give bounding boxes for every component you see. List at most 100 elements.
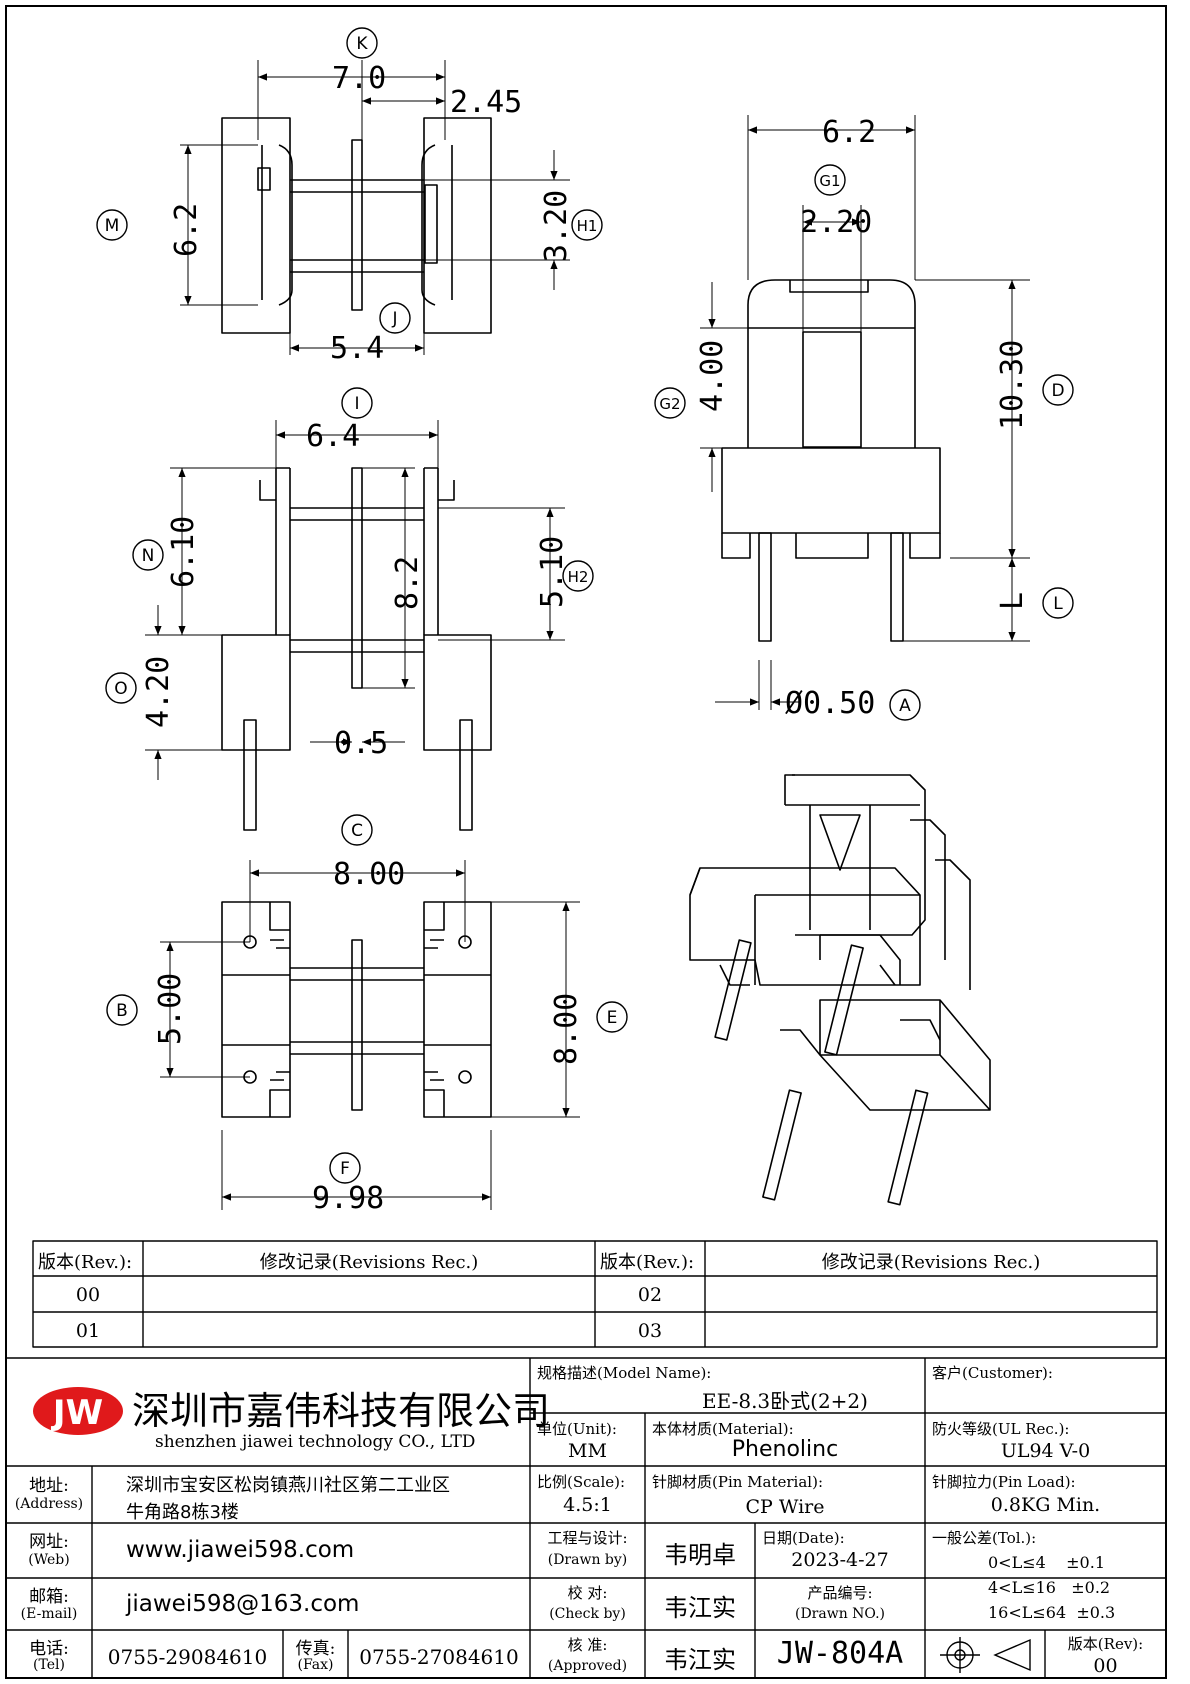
dim-top-flange: 5.4 bbox=[330, 331, 384, 366]
approved-value: 韦江实 bbox=[664, 1646, 736, 1674]
dim-mid-inner: 8.2 bbox=[390, 556, 425, 610]
dim-top-inner: 2.45 bbox=[450, 85, 522, 120]
fax-value: 0755-27084610 bbox=[359, 1645, 519, 1669]
svg-text:A: A bbox=[899, 696, 911, 716]
svg-text:B: B bbox=[116, 1001, 128, 1021]
product-no-label: 产品编号: bbox=[807, 1584, 873, 1602]
dim-mid-width: 6.4 bbox=[306, 419, 360, 454]
rev-label: 版本(Rev): bbox=[1067, 1635, 1144, 1653]
dim-bot-pitch: 8.00 bbox=[333, 857, 405, 892]
tol-line-1: 0<L≤4 ±0.1 bbox=[988, 1553, 1105, 1572]
top-view bbox=[221, 117, 492, 334]
callout-g1: G1 bbox=[814, 164, 846, 196]
callout-b: B bbox=[106, 994, 138, 1026]
address-line2: 牛角路8栋3楼 bbox=[126, 1502, 239, 1523]
projection-symbol-icon bbox=[940, 1637, 1031, 1673]
callouts: K M H1 J I N H2 O C B E F G1 G2 D L A bbox=[96, 27, 1074, 1184]
dim-side-width: 6.2 bbox=[822, 115, 876, 150]
callout-i: I bbox=[341, 387, 373, 419]
isometric-view bbox=[689, 774, 991, 1206]
title-block-lines bbox=[6, 1357, 1166, 1678]
company-name-cn: 深圳市嘉伟科技有限公司 bbox=[132, 1389, 551, 1433]
pin-load-value: 0.8KG Min. bbox=[990, 1494, 1101, 1516]
dim-mid-base: 4.20 bbox=[141, 656, 176, 728]
callout-c: C bbox=[341, 814, 373, 846]
dim-mid-window: 5.10 bbox=[535, 536, 570, 608]
drawn-value: 韦明卓 bbox=[664, 1541, 736, 1569]
dim-bot-pin-pitch: 5.00 bbox=[153, 973, 188, 1045]
callout-h2: H2 bbox=[562, 560, 594, 592]
rev-value: 00 bbox=[1093, 1655, 1118, 1677]
tol-label: 一般公差(Tol.): bbox=[932, 1529, 1037, 1547]
bottom-view bbox=[221, 901, 492, 1118]
date-label: 日期(Date): bbox=[762, 1529, 845, 1547]
material-label: 本体材质(Material): bbox=[652, 1420, 794, 1438]
top-view-dimensions bbox=[180, 60, 570, 355]
svg-text:F: F bbox=[340, 1159, 350, 1179]
address-line1: 深圳市宝安区松岗镇燕川社区第二工业区 bbox=[126, 1475, 450, 1496]
fax-label-en: (Fax) bbox=[297, 1657, 334, 1673]
company-name-en: shenzhen jiawei technology CO., LTD bbox=[155, 1432, 476, 1452]
dim-top-width: 7.0 bbox=[332, 61, 386, 96]
dim-mid-height: 6.10 bbox=[166, 516, 201, 588]
svg-text:H2: H2 bbox=[568, 568, 589, 586]
dim-bot-depth: 8.00 bbox=[549, 993, 584, 1065]
email-label-en: (E-mail) bbox=[20, 1606, 78, 1622]
rev-row-03: 03 bbox=[637, 1320, 663, 1342]
email-label: 邮箱: bbox=[29, 1587, 69, 1607]
rev-row-02: 02 bbox=[637, 1284, 663, 1306]
ul-label: 防火等级(UL Rec.): bbox=[932, 1420, 1070, 1438]
revision-table-lines bbox=[32, 1240, 1158, 1348]
tel-label-en: (Tel) bbox=[33, 1657, 65, 1673]
unit-label: 单位(Unit): bbox=[537, 1420, 617, 1438]
company-logo: JW bbox=[33, 1387, 123, 1435]
dim-side-slot: 2.20 bbox=[800, 205, 872, 240]
check-value: 韦江实 bbox=[664, 1594, 736, 1622]
rec-header-left: 修改记录(Revisions Rec.) bbox=[259, 1252, 479, 1273]
scale-label: 比例(Scale): bbox=[537, 1473, 626, 1491]
svg-text:E: E bbox=[607, 1008, 618, 1028]
scale-value: 4.5:1 bbox=[563, 1494, 612, 1516]
tol-line-3: 16<L≤64 ±0.3 bbox=[988, 1603, 1116, 1622]
svg-text:D: D bbox=[1051, 381, 1064, 401]
fax-label: 传真: bbox=[295, 1639, 336, 1659]
product-no-label-en: (Drawn NO.) bbox=[795, 1606, 885, 1622]
svg-text:I: I bbox=[354, 394, 359, 414]
ul-value: UL94 V-0 bbox=[1000, 1440, 1091, 1462]
svg-text:O: O bbox=[114, 679, 127, 699]
check-label-en: (Check by) bbox=[549, 1606, 626, 1622]
drawing-number: JW-804A bbox=[776, 1636, 904, 1671]
approved-label: 核 准: bbox=[567, 1636, 608, 1654]
bottom-view-dimensions bbox=[160, 860, 580, 1210]
front-view bbox=[221, 467, 492, 831]
dim-side-height: 10.30 bbox=[995, 340, 1030, 430]
svg-text:K: K bbox=[356, 34, 368, 54]
pin-load-label: 针脚拉力(Pin Load): bbox=[932, 1473, 1076, 1491]
dimension-labels: 7.0 2.45 6.2 3.20 5.4 6.4 6.10 8.2 5.10 … bbox=[141, 61, 1030, 1216]
callout-m: M bbox=[96, 209, 128, 241]
address-label: 地址: bbox=[29, 1476, 69, 1496]
dim-top-height: 6.2 bbox=[169, 203, 204, 257]
dim-mid-wall: 0.5 bbox=[334, 726, 388, 761]
callout-e: E bbox=[596, 1001, 628, 1033]
svg-text:G1: G1 bbox=[819, 172, 840, 190]
svg-text:L: L bbox=[1053, 594, 1063, 614]
callout-a: A bbox=[889, 689, 921, 721]
logo-text: JW bbox=[51, 1393, 103, 1433]
svg-text:G2: G2 bbox=[659, 395, 680, 413]
drawn-label-en: (Drawn by) bbox=[547, 1552, 628, 1568]
unit-value: MM bbox=[568, 1440, 607, 1462]
email-link[interactable]: jiawei598@163.com bbox=[126, 1591, 360, 1617]
callout-l: L bbox=[1042, 587, 1074, 619]
rec-header-right: 修改记录(Revisions Rec.) bbox=[821, 1252, 1041, 1273]
svg-text:M: M bbox=[105, 216, 120, 236]
model-value: EE-8.3卧式(2+2) bbox=[702, 1389, 868, 1413]
callout-g2: G2 bbox=[654, 387, 686, 419]
web-link[interactable]: www.jiawei598.com bbox=[126, 1537, 355, 1563]
callout-h1: H1 bbox=[571, 209, 603, 241]
dim-bot-width: 9.98 bbox=[312, 1181, 384, 1216]
callout-k: K bbox=[346, 27, 378, 59]
svg-text:C: C bbox=[351, 821, 363, 841]
callout-o: O bbox=[105, 672, 137, 704]
